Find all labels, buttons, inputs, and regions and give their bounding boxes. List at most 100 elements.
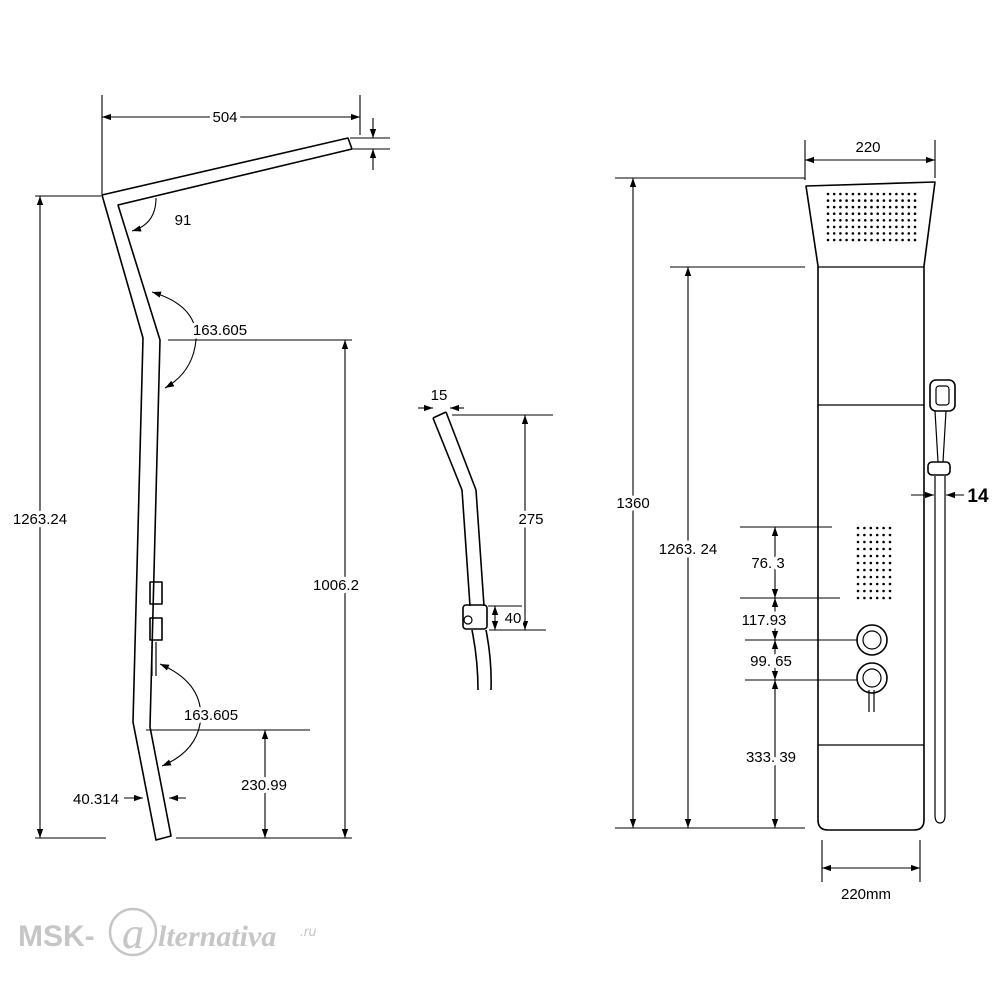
body-jet-nozzle [882, 554, 885, 558]
rain-nozzle [851, 219, 855, 222]
dim-label-hand-height: 275 [518, 511, 543, 528]
rain-nozzle [882, 192, 886, 196]
rain-nozzle [839, 192, 842, 196]
rain-nozzle [888, 232, 892, 235]
rain-nozzle [913, 192, 917, 196]
body-jet-nozzle [888, 596, 892, 600]
body-jet-nozzle [875, 575, 879, 579]
rain-nozzle [888, 199, 892, 202]
hand-shower-face [935, 385, 950, 406]
rain-nozzle [851, 205, 855, 209]
body-jet-nozzle [856, 575, 860, 579]
body-jet-nozzle [875, 589, 879, 593]
angle-91-arc [131, 197, 157, 232]
rain-nozzle [870, 225, 873, 229]
body-jet-nozzle [863, 575, 866, 579]
rain-nozzle [876, 199, 879, 202]
body-jet-nozzle [882, 589, 885, 593]
rain-nozzle [839, 212, 842, 215]
body-jet-nozzle [869, 533, 873, 537]
rain-nozzle [888, 212, 892, 215]
body-jet-nozzle [882, 561, 885, 565]
side-control-lower [149, 617, 163, 641]
body-jet-nozzle [856, 561, 860, 565]
dim-label-top-length: 504 [212, 109, 237, 126]
rain-nozzle [851, 192, 855, 196]
body-jet-nozzle [863, 589, 866, 593]
dim-label-holder: 40 [505, 610, 522, 627]
dim-stack-extensions [740, 526, 857, 681]
rain-nozzle [913, 199, 917, 202]
mixer-knob-inner [862, 668, 882, 688]
rain-nozzle [851, 238, 855, 242]
rain-nozzle [913, 232, 917, 235]
body-jet-nozzle [869, 568, 873, 572]
angle-label-lower: 163.605 [184, 707, 238, 724]
rain-nozzle [901, 212, 904, 215]
angle-label-upper: 163.605 [193, 322, 247, 339]
rain-nozzle [851, 199, 855, 202]
body-jet-nozzle [882, 547, 885, 551]
hand-shower-holder [462, 604, 488, 630]
rain-nozzle [913, 225, 917, 229]
rain-nozzle [857, 225, 861, 229]
body-jet-nozzle [856, 533, 860, 537]
rain-nozzle [864, 225, 867, 229]
angle-lower-arc [159, 663, 202, 767]
angle-label-top: 91 [175, 212, 192, 229]
rain-nozzle [882, 219, 886, 222]
dim-label-total-height-front: 1360 [616, 495, 649, 512]
hand-shower-head [929, 379, 956, 412]
watermark-prefix: MSK- [18, 920, 95, 953]
dim-lower-height-extension [168, 339, 352, 839]
rain-nozzle [845, 225, 848, 229]
body-jet-nozzle [888, 589, 892, 593]
rain-nozzle [888, 225, 892, 229]
diverter-knob-inner [862, 630, 882, 650]
rain-nozzle [907, 232, 911, 235]
rain-nozzle [839, 238, 842, 242]
hand-shower-view: 15 275 40 [418, 387, 553, 691]
rain-nozzle [901, 205, 904, 209]
rain-nozzle [870, 232, 873, 235]
rain-nozzle [832, 205, 836, 209]
rain-nozzle [907, 219, 911, 222]
rain-nozzle [870, 199, 873, 202]
body-jet-nozzle [875, 554, 879, 558]
rain-nozzle [870, 205, 873, 209]
rain-nozzle [888, 238, 892, 242]
dim-label-bend-height: 230.99 [241, 777, 287, 794]
rain-nozzle [888, 205, 892, 209]
body-jet-nozzle [869, 526, 873, 530]
rain-nozzle [876, 212, 879, 215]
dim-label-jets-to-knob: 117.93 [742, 612, 787, 629]
rain-nozzle [913, 205, 917, 209]
rain-nozzle [895, 219, 898, 222]
rain-nozzle [845, 205, 848, 209]
body-jet-nozzle [888, 547, 892, 551]
rain-nozzle [826, 219, 830, 222]
rain-nozzle [857, 199, 861, 202]
body-jet-nozzle [875, 568, 879, 572]
body-jet-nozzle [882, 526, 885, 530]
rain-nozzle [870, 219, 873, 222]
dim-label-thickness: 15 [431, 387, 448, 404]
rain-nozzle [876, 219, 879, 222]
rain-nozzle [826, 205, 830, 209]
rain-nozzle [913, 212, 917, 215]
rain-nozzle [832, 192, 836, 196]
body-jet-nozzle [863, 582, 866, 586]
rain-nozzle [882, 238, 886, 242]
body-jet-nozzle [888, 575, 892, 579]
rain-nozzle [832, 212, 836, 215]
dim-label-bottom-offset: 40.314 [73, 791, 119, 808]
front-panel-outline [805, 181, 936, 831]
holder-pivot [463, 615, 473, 625]
watermark-logo: MSK- a lternativa .ru [18, 907, 317, 958]
rain-nozzle [845, 212, 848, 215]
rain-nozzle [907, 192, 911, 196]
rain-nozzle [907, 212, 911, 215]
rain-nozzle [901, 232, 904, 235]
